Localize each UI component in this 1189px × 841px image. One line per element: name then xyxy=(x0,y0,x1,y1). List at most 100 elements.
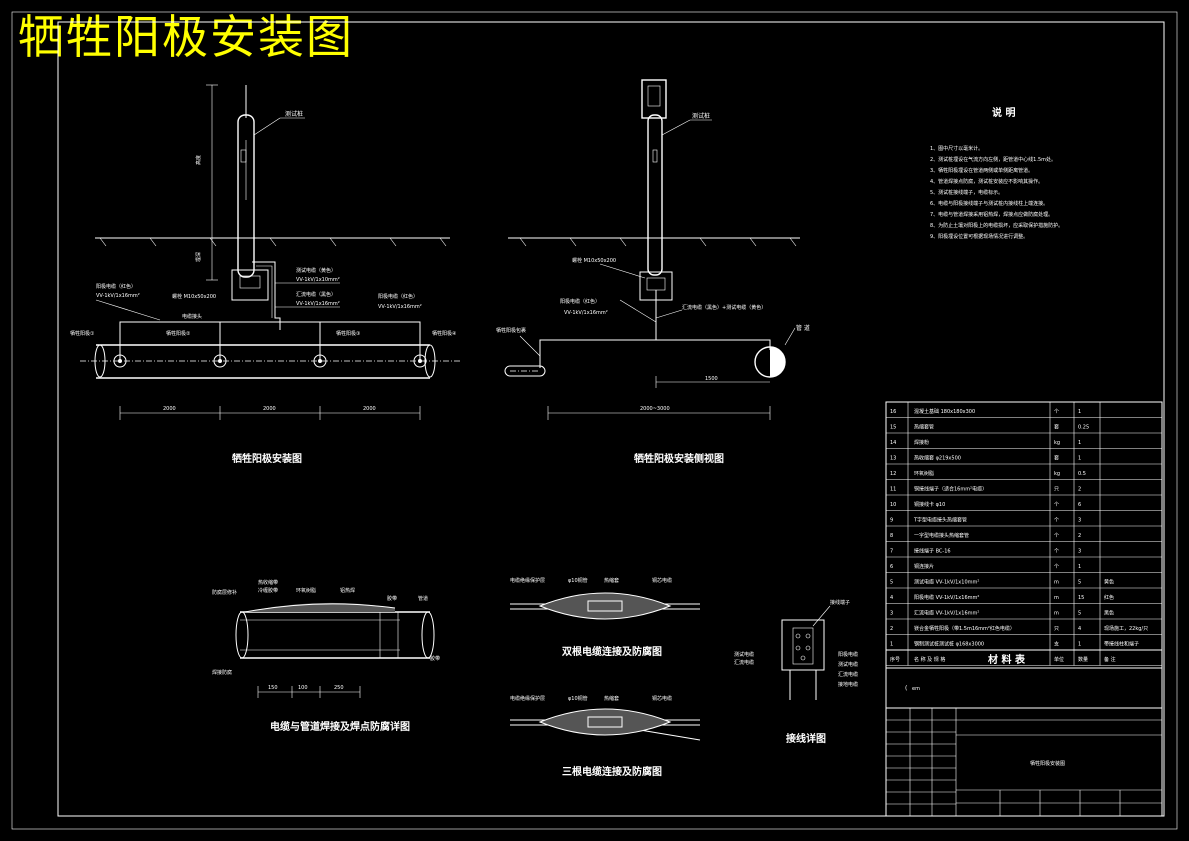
table-cell: 热缩套管 xyxy=(914,424,934,431)
table-cell: 2 xyxy=(890,626,893,632)
weld-dim-1: 150 xyxy=(268,685,278,691)
anode-3 xyxy=(313,354,327,368)
table-cell: 0.25 xyxy=(1078,425,1089,431)
table-cell: 带接线柱和端子 xyxy=(1104,641,1139,648)
table-cell: 红色 xyxy=(1104,594,1114,601)
table-cell: 4 xyxy=(1078,626,1081,632)
table-cell: 2 xyxy=(1078,533,1081,539)
table-cell: 铜接线卡 φ10 xyxy=(914,501,945,508)
table-cell: 钢制测试桩测试桩 φ168x3000 xyxy=(914,641,984,648)
table-cell: 1 xyxy=(1078,642,1081,648)
table-cell: 6 xyxy=(1078,502,1081,508)
dc-label-1: 电缆绝缘保护层 xyxy=(510,577,545,584)
table-cell: 黄色 xyxy=(1104,579,1114,586)
table-cell: 现场施工，22kg/只 xyxy=(1104,625,1148,632)
terminal-detail: 接线端子 测试电缆 汇流电缆 阳极电缆 测试电缆 汇流电缆 接地电缆 接线详图 xyxy=(734,599,858,745)
side-view: 测试桩 螺栓 M10x50x200 阳极电缆（红色） VV-1kV/1x16mm… xyxy=(496,79,810,465)
anode-1-label: 牺牲阳极① xyxy=(70,330,95,337)
test-post-2 xyxy=(647,114,663,276)
table-cell: 个 xyxy=(1054,518,1059,524)
term-r4: 接地电缆 xyxy=(838,681,858,688)
block-title: 牺牲阳极安装图 xyxy=(1030,760,1065,767)
term-r1: 阳极电缆 xyxy=(838,651,858,658)
depth-label: 埋深 xyxy=(195,252,202,262)
svg-text:(: ( xyxy=(905,685,907,692)
anode-cable-red-right-spec: VV-1kV/1x16mm² xyxy=(378,304,422,310)
table-cell: 1 xyxy=(1078,564,1081,570)
caption-install: 牺牲阳极安装图 xyxy=(232,452,302,465)
bolt-label: 螺栓 M10x50x200 xyxy=(172,293,216,300)
bolt-2-label: 螺栓 M10x50x200 xyxy=(572,257,616,264)
table-cell: m xyxy=(1054,611,1059,617)
tc-label-1: 电缆绝缘保护层 xyxy=(510,695,545,702)
note-4: 4、管道焊接点防腐，测试桩安装应不影响其操作。 xyxy=(930,178,1043,185)
tc-label-4: 铜芯电缆 xyxy=(652,695,672,702)
dim-side-gap: 1500 xyxy=(705,376,718,382)
table-cell: 9 xyxy=(890,518,893,524)
weld-right: 铝热焊 xyxy=(340,587,355,594)
notes-heading: 说 明 xyxy=(992,106,1015,119)
table-cell: T字型电缆接头热缩套管 xyxy=(913,517,967,524)
table-cell: 环氧树脂 xyxy=(914,470,934,477)
table-cell: 8 xyxy=(890,533,893,539)
note-5: 5、测试桩接线端子，电缆标示。 xyxy=(930,189,1003,196)
test-cable-label: 测试电缆（黄色） xyxy=(296,267,336,274)
table-cell: 镁合金牺牲阳极（带1.5m16mm²红色电缆） xyxy=(914,625,1015,632)
table-cell: 0.5 xyxy=(1078,471,1086,477)
table-cell: 2 xyxy=(1078,487,1081,493)
anode-2 xyxy=(213,354,227,368)
table-cell: 个 xyxy=(1054,502,1059,508)
term-r2: 测试电缆 xyxy=(838,661,858,668)
table-cell: 3 xyxy=(1078,549,1081,555)
weld-mid2: 环氧树脂 xyxy=(296,587,316,594)
dc-label-3: 热缩套 xyxy=(604,577,619,584)
note-1: 1、图中尺寸以毫米计。 xyxy=(930,145,983,152)
table-cell: 15 xyxy=(1078,595,1084,601)
test-cable-spec: VV-1kV/1x10mm² xyxy=(296,277,340,283)
anode-4-label: 牺牲阳极④ xyxy=(432,330,457,337)
table-cell: 个 xyxy=(1054,549,1059,555)
weld-pipe: 管道 xyxy=(418,595,428,602)
table-cell: 接线端子 BC-16 xyxy=(914,548,951,555)
bus-cable-spec: VV-1kV/1x16mm² xyxy=(296,301,340,307)
note-6: 6、电缆与阳极接线端子与测试桩内接线柱上端连接。 xyxy=(930,200,1048,207)
side-pipe-label: 管 道 xyxy=(796,324,810,332)
caption-pipe-weld: 电缆与管道焊接及焊点防腐详图 xyxy=(270,720,410,733)
caption-double-cable: 双根电缆连接及防腐图 xyxy=(562,645,662,658)
table-cell: 混凝土基础 180x180x300 xyxy=(914,408,975,415)
table-cell: 1 xyxy=(1078,440,1081,446)
table-cell: 铜连接片 xyxy=(914,563,934,570)
table-cell: 套 xyxy=(1054,455,1059,462)
dc-label-2: φ10铜管 xyxy=(568,577,588,584)
side-anode-pkg: 牺牲阳极包裹 xyxy=(496,327,526,334)
table-header-cell: 单位 xyxy=(1054,656,1064,663)
table-header-cell: 数量 xyxy=(1078,656,1088,663)
table-cell: 汇流电缆 VV-1kV/1x16mm² xyxy=(914,610,979,617)
weld-mid: 防腐层修补 xyxy=(212,589,237,596)
term-top: 接线端子 xyxy=(830,599,850,606)
table-cell: 一字型电缆接头热缩套管 xyxy=(914,532,969,539)
table-cell: 5 xyxy=(1078,611,1081,617)
table-cell: 只 xyxy=(1054,487,1059,493)
table-cell: 1 xyxy=(1078,456,1081,462)
caption-side-view: 牺牲阳极安装侧视图 xyxy=(634,452,724,465)
caption-terminal: 接线详图 xyxy=(786,732,826,745)
table-cell: 5 xyxy=(890,580,893,586)
term-l2: 汇流电缆 xyxy=(734,659,754,666)
weld-bottom: 焊接防腐 xyxy=(212,669,232,676)
test-post xyxy=(237,114,255,278)
term-l1: 测试电缆 xyxy=(734,651,754,658)
table-cell: 支 xyxy=(1054,641,1059,648)
table-cell: kg xyxy=(1054,440,1060,446)
weld-dim-2: 100 xyxy=(298,685,308,691)
table-cell: kg xyxy=(1054,471,1060,477)
table-cell: 1 xyxy=(1078,409,1081,415)
weld-top: 热收缩带 xyxy=(258,579,278,586)
table-cell: 焊接粉 xyxy=(914,439,929,446)
note-8: 8、为防止土壤对阳极上的电缆损坏，应采取保护措施防护。 xyxy=(930,222,1063,229)
table-cell: 1 xyxy=(890,642,893,648)
notes-block: 说 明 1、图中尺寸以毫米计。 2、测试桩埋设在气流方向左侧，距管道中心线1.5… xyxy=(930,106,1063,240)
title-block: 材 料 表 ( em 牺牲阳极安装图 xyxy=(885,649,1163,817)
svg-text:em: em xyxy=(912,686,920,692)
